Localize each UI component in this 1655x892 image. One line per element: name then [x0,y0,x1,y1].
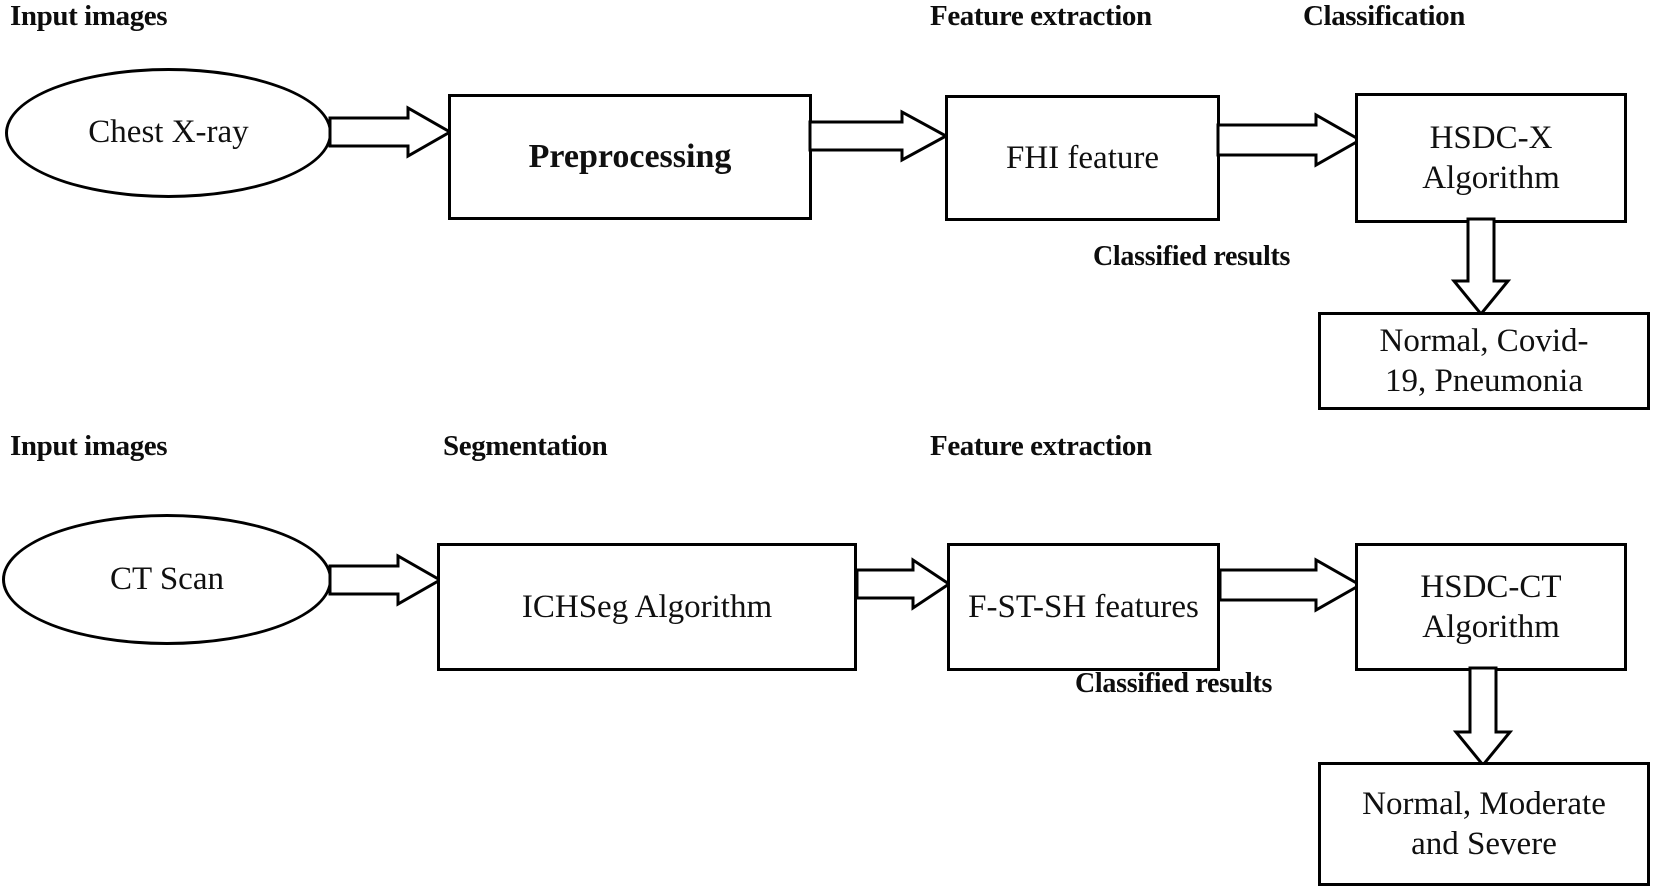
stage-label-input-images-top: Input images [10,0,168,32]
node-xray-results: Normal, Covid- 19, Pneumonia [1318,312,1650,410]
arrow-ichseg-to-fstsh [855,557,953,618]
node-ichseg-algorithm: ICHSeg Algorithm [437,543,857,671]
node-ct-results: Normal, Moderate and Severe [1318,762,1650,886]
stage-label-input-images-bottom: Input images [10,430,168,462]
node-chest-xray-label: Chest X-ray [88,114,249,151]
arrow-hsdc-ct-to-results [1448,666,1518,768]
arrow-fhi-to-hsdc-x [1216,112,1364,175]
edge-label-classified-results-bottom: Classified results [1075,668,1273,699]
node-ct-scan: CT Scan [2,514,332,645]
node-hsdc-ct-algorithm-label: HSDC-CT Algorithm [1420,568,1562,645]
node-chest-xray: Chest X-ray [5,68,332,198]
arrow-fstsh-to-hsdc-ct [1218,557,1364,620]
arrow-ct-scan-to-ichseg [328,553,444,614]
node-hsdc-ct-algorithm: HSDC-CT Algorithm [1355,543,1627,671]
node-hsdc-x-algorithm: HSDC-X Algorithm [1355,93,1627,223]
arrow-hsdc-x-to-results [1446,217,1516,317]
node-xray-results-label: Normal, Covid- 19, Pneumonia [1379,322,1589,399]
node-ct-scan-label: CT Scan [110,560,224,597]
edge-label-classified-results-top: Classified results [1093,241,1291,272]
arrow-chest-xray-to-preprocessing [328,105,454,166]
stage-label-classification: Classification [1303,0,1465,32]
node-fstsh-features-label: F-ST-SH features [968,588,1199,625]
arrow-preprocessing-to-fhi [808,109,950,170]
stage-label-feature-extraction-top: Feature extraction [930,0,1152,32]
node-ct-results-label: Normal, Moderate and Severe [1362,785,1606,862]
node-preprocessing-label: Preprocessing [528,138,732,176]
node-fstsh-features: F-ST-SH features [947,543,1220,671]
node-fhi-feature: FHI feature [945,95,1220,221]
node-ichseg-algorithm-label: ICHSeg Algorithm [521,588,773,625]
stage-label-feature-extraction-bottom: Feature extraction [930,430,1152,462]
stage-label-segmentation: Segmentation [443,430,608,462]
node-preprocessing: Preprocessing [448,94,812,220]
node-fhi-feature-label: FHI feature [1005,139,1159,176]
node-hsdc-x-algorithm-label: HSDC-X Algorithm [1422,119,1560,196]
